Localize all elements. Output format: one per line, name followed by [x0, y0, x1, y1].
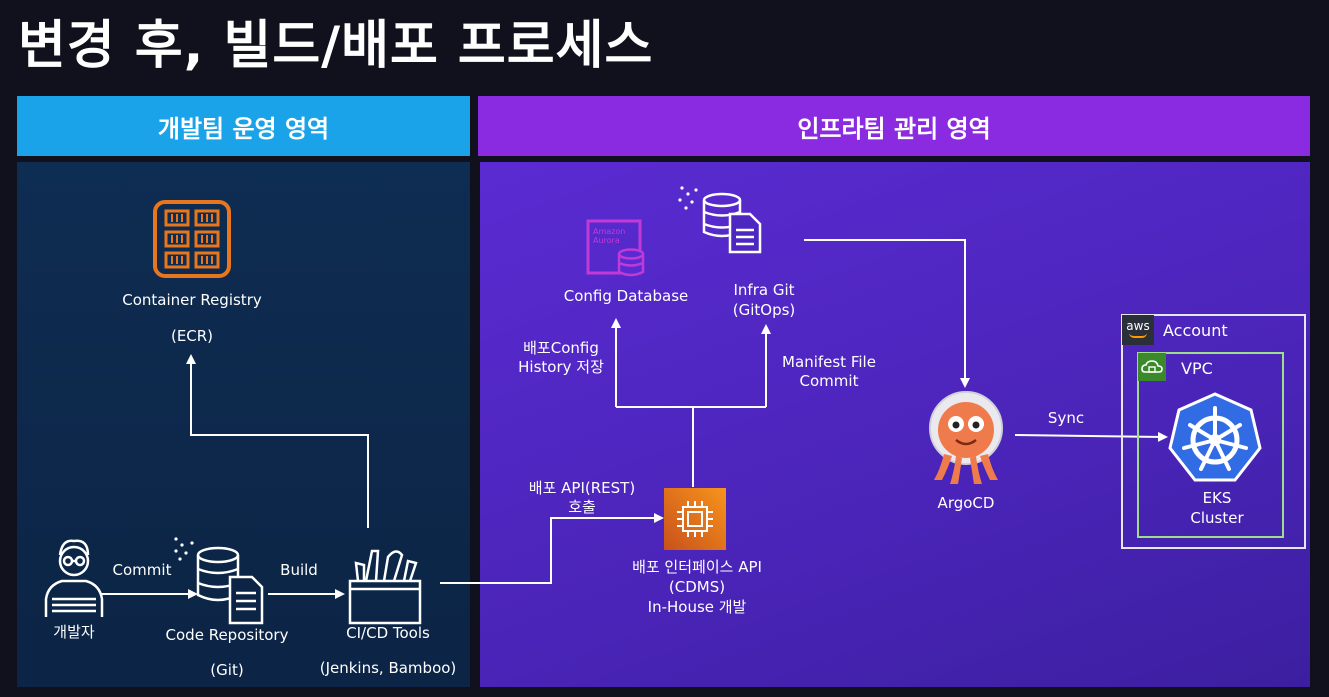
container-registry-sublabel: (ECR) — [170, 327, 214, 345]
infra-git-label: Infra Git — [733, 281, 795, 299]
dev-section-header: 개발팀 운영 영역 — [17, 96, 470, 156]
infra-git-sublabel: (GitOps) — [732, 301, 796, 319]
aurora-text-line1: Amazon — [593, 227, 625, 236]
argocd-label: ArgoCD — [937, 494, 995, 512]
argocd-icon — [929, 391, 1003, 484]
aurora-text-line2: Aurora — [593, 236, 620, 245]
vpc-label: VPC — [1181, 359, 1213, 378]
build-edge-label: Build — [280, 561, 318, 579]
manifest-edge-label-2: Commit — [799, 372, 859, 390]
api-call-edge-label-2: 호출 — [568, 498, 596, 516]
developer-icon — [44, 539, 104, 617]
manifest-edge-label: Manifest File — [782, 353, 876, 371]
vpc-box — [1137, 352, 1284, 538]
arrow-push-ecr — [186, 354, 369, 528]
infra-section-panel — [480, 162, 1310, 687]
infra-git-icon — [678, 186, 762, 254]
arrow-gitops-watch — [804, 239, 970, 388]
aws-account-label: Account — [1163, 321, 1228, 340]
vpc-cloud-icon — [1138, 353, 1166, 381]
developer-label: 개발자 — [53, 623, 95, 641]
deploy-api-icon — [664, 488, 726, 550]
aws-logo-icon: aws — [1122, 315, 1154, 345]
arrow-sync — [1014, 431, 1168, 442]
kubernetes-icon — [1168, 392, 1262, 482]
commit-edge-label: Commit — [112, 561, 172, 579]
deploy-api-label: 배포 인터페이스 API — [632, 558, 762, 576]
sync-edge-label: Sync — [1047, 409, 1085, 427]
deploy-api-note: In-House 개발 — [647, 598, 747, 616]
code-repository-label: Code Repository — [165, 626, 289, 644]
eks-label: EKS — [1202, 489, 1232, 507]
code-repository-sublabel: (Git) — [210, 661, 244, 679]
aws-account-box — [1121, 314, 1306, 549]
cicd-tools-sublabel: (Jenkins, Bamboo) — [319, 659, 457, 677]
config-database-label: Config Database — [563, 287, 689, 305]
cicd-tools-label: CI/CD Tools — [346, 624, 430, 642]
container-registry-icon — [153, 200, 231, 278]
config-history-edge-label: 배포Config — [523, 339, 599, 357]
page-title: 변경 후, 빌드/배포 프로세스 — [18, 16, 654, 76]
config-history-edge-label-2: History 저장 — [518, 358, 604, 376]
deploy-api-sublabel: (CDMS) — [668, 578, 726, 596]
arrow-api-call — [440, 513, 664, 584]
aws-logo-text: aws — [1126, 319, 1150, 333]
infra-section-header: 인프라팀 관리 영역 — [478, 96, 1310, 156]
config-database-icon: Amazon Aurora — [586, 219, 645, 277]
api-call-edge-label: 배포 API(REST) — [528, 479, 636, 497]
eks-sublabel: Cluster — [1190, 509, 1244, 527]
cicd-tools-icon — [348, 549, 422, 625]
container-registry-label: Container Registry — [122, 291, 262, 309]
code-repository-icon — [174, 537, 264, 625]
